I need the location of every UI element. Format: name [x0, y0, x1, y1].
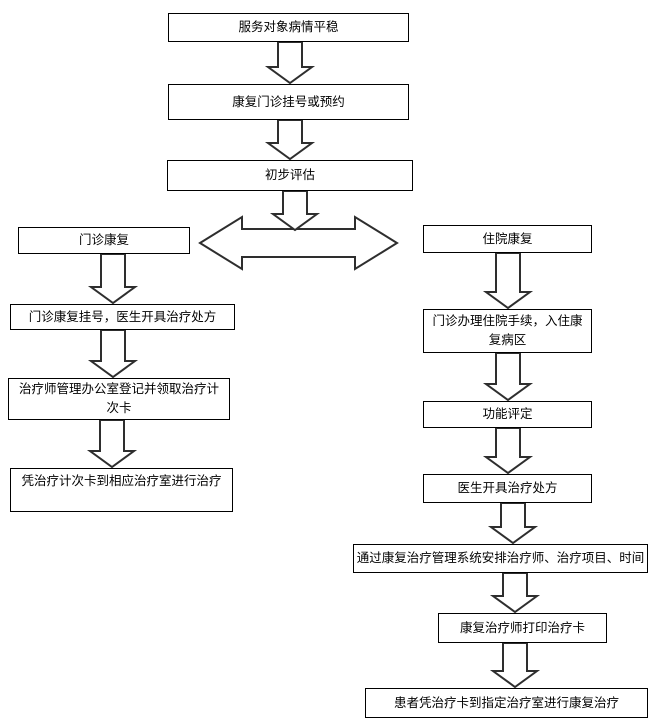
node-register: 康复门诊挂号或预约 [168, 84, 409, 120]
node-outpatient-register: 门诊康复挂号，医生开具治疗处方 [10, 304, 235, 330]
node-doctor-prescription: 医生开具治疗处方 [423, 474, 592, 503]
down-arrow-function-to-prescription [482, 427, 534, 475]
down-arrow-office-to-treatment [86, 419, 138, 469]
down-arrow-prescription-to-schedule [487, 502, 539, 545]
node-admission: 门诊办理住院手续，入住康 复病区 [423, 309, 592, 353]
node-initial-assessment: 初步评估 [167, 160, 413, 191]
down-arrow-assessment-to-branch [269, 190, 321, 232]
down-arrow-inpatient-to-admission [482, 252, 534, 310]
down-arrow-outpatient-to-register [87, 253, 139, 305]
double-horizontal-arrow-branch [198, 215, 399, 271]
down-arrow-start-to-register [264, 41, 316, 85]
node-treatment-with-card: 凭治疗计次卡到相应治疗室进行治疗 [10, 468, 233, 512]
node-rehab-treatment: 患者凭治疗卡到指定治疗室进行康复治疗 [365, 688, 648, 718]
down-arrow-print-to-treatment [489, 642, 541, 689]
down-arrow-register-to-office [87, 329, 139, 379]
node-system-schedule: 通过康复治疗管理系统安排治疗师、治疗项目、时间 [353, 544, 648, 573]
node-therapist-office: 治疗师管理办公室登记并领取治疗计 次卡 [8, 378, 230, 420]
down-arrow-admission-to-function [482, 352, 534, 402]
node-function-assessment: 功能评定 [423, 401, 592, 428]
node-inpatient-rehab: 住院康复 [423, 225, 592, 253]
down-arrow-register-to-assessment [264, 119, 316, 161]
node-print-card: 康复治疗师打印治疗卡 [438, 613, 607, 643]
down-arrow-schedule-to-print [489, 572, 541, 614]
node-start: 服务对象病情平稳 [168, 13, 409, 42]
node-outpatient-rehab: 门诊康复 [18, 227, 190, 254]
